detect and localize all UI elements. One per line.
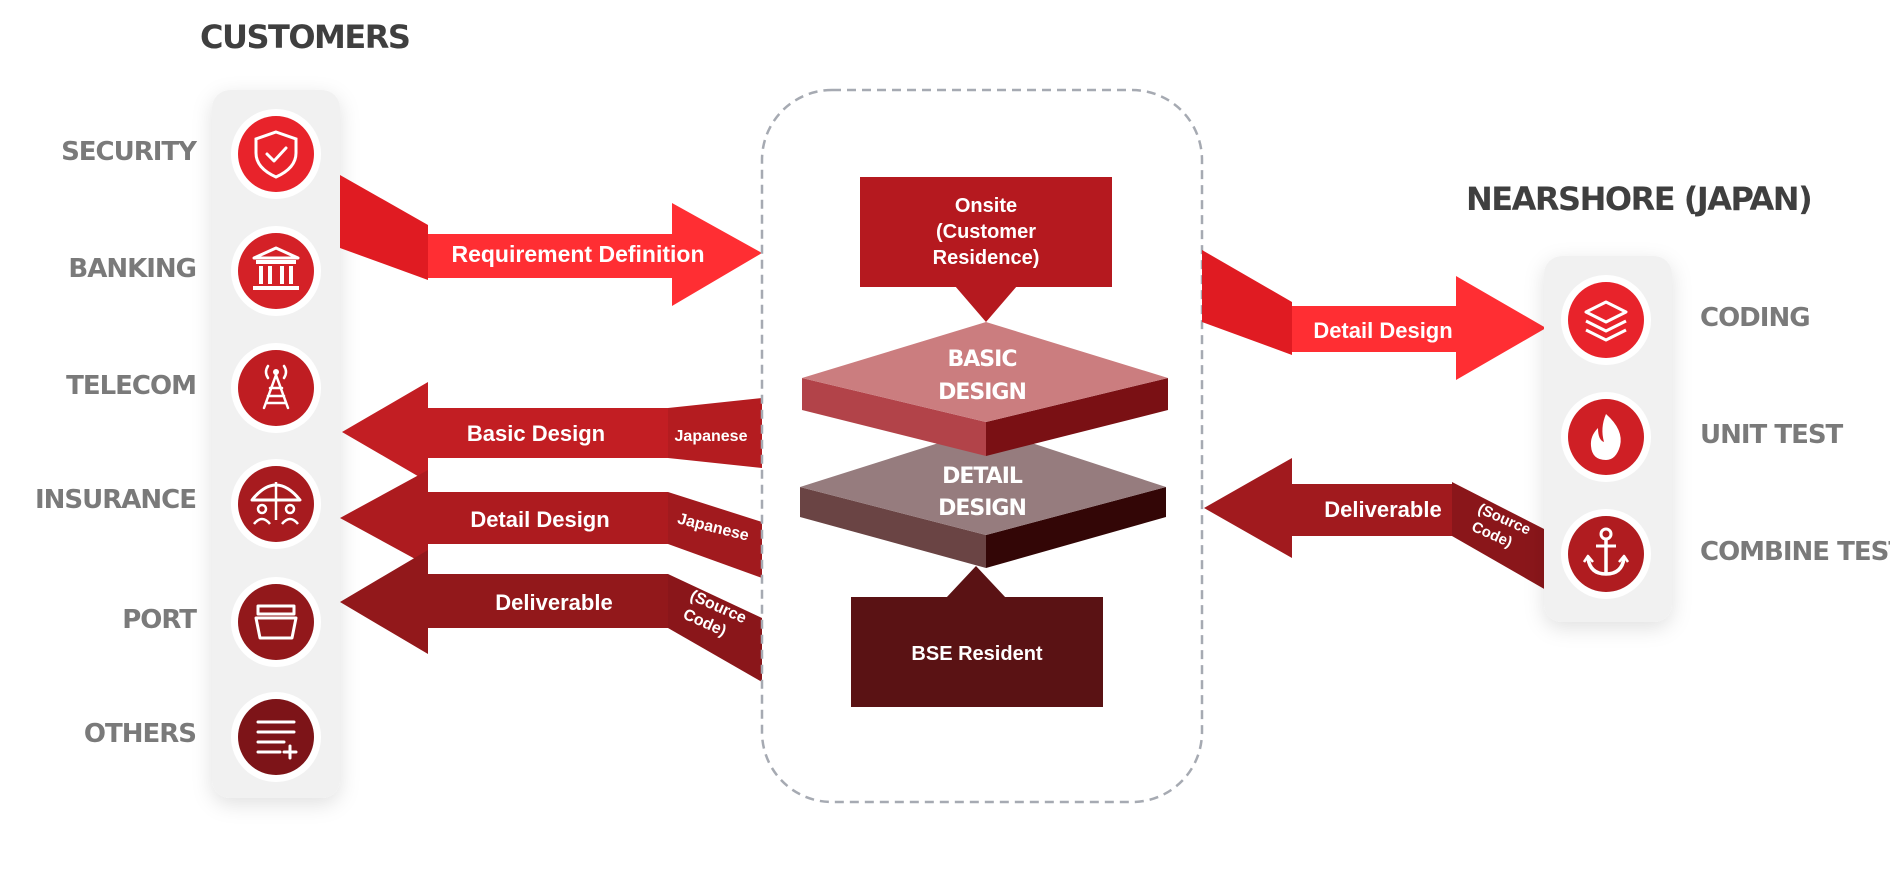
- basic-design-slab: BASIC DESIGN: [802, 322, 1168, 456]
- onsite-line2: (Customer: [936, 221, 1036, 243]
- detail-design-return-label: Detail Design: [470, 507, 609, 532]
- customers-heading: CUSTOMERS: [200, 18, 409, 56]
- customer-label-insurance: INSURANCE: [35, 485, 196, 515]
- basic-design-return-label: Basic Design: [467, 421, 605, 446]
- detail-design-slab-line1: DETAIL: [942, 464, 1023, 489]
- basic-design-note: Japanese: [675, 428, 748, 445]
- menu-plus-icon: [231, 692, 321, 782]
- basic-design-return-arrow: Basic Design Japanese: [342, 382, 762, 482]
- onsite-line3: Residence): [933, 247, 1040, 269]
- flame-icon: [1561, 392, 1651, 482]
- basic-design-slab-line1: BASIC: [948, 347, 1017, 372]
- onsite-callout: Onsite (Customer Residence): [860, 177, 1112, 322]
- detail-design-slab: DETAIL DESIGN: [800, 428, 1166, 568]
- nearshore-label-coding: CODING: [1700, 303, 1810, 333]
- deliverable-return-label: Deliverable: [495, 590, 612, 615]
- customer-label-security: SECURITY: [61, 137, 198, 167]
- detail-design-forward-label: Detail Design: [1313, 318, 1452, 343]
- bse-resident-callout: BSE Resident: [851, 566, 1103, 707]
- telecom-tower-icon: [231, 343, 321, 433]
- layers-icon: [1561, 275, 1651, 365]
- nearshore-label-combine-test: COMBINE TEST: [1700, 537, 1890, 567]
- anchor-icon: [1561, 509, 1651, 599]
- requirement-definition-arrow: Requirement Definition: [340, 175, 762, 306]
- bse-resident-label: BSE Resident: [911, 643, 1042, 665]
- requirement-definition-label: Requirement Definition: [451, 241, 704, 267]
- detail-design-forward-arrow: Detail Design: [1202, 250, 1546, 380]
- basic-design-slab-line2: DESIGN: [938, 380, 1026, 405]
- ship-icon: [231, 577, 321, 667]
- deliverable-from-nearshore-arrow: Deliverable (Source Code): [1204, 458, 1546, 590]
- detail-design-return-arrow: Detail Design Japanese: [340, 470, 762, 578]
- detail-design-slab-line2: DESIGN: [938, 496, 1026, 521]
- deliverable-return-arrow: Deliverable (Source Code): [340, 550, 762, 682]
- shield-check-icon: [231, 109, 321, 199]
- onsite-line1: Onsite: [955, 195, 1017, 217]
- nearshore-label-unit-test: UNIT TEST: [1700, 420, 1844, 450]
- nearshore-heading: NEARSHORE (JAPAN): [1466, 180, 1811, 218]
- insurance-umbrella-icon: [231, 459, 321, 549]
- customer-label-port: PORT: [122, 605, 197, 635]
- bank-icon: [231, 226, 321, 316]
- deliverable-from-nearshore-label: Deliverable: [1324, 497, 1441, 522]
- customer-label-banking: BANKING: [68, 254, 196, 284]
- customer-label-telecom: TELECOM: [66, 371, 196, 401]
- customer-label-others: OTHERS: [84, 719, 196, 749]
